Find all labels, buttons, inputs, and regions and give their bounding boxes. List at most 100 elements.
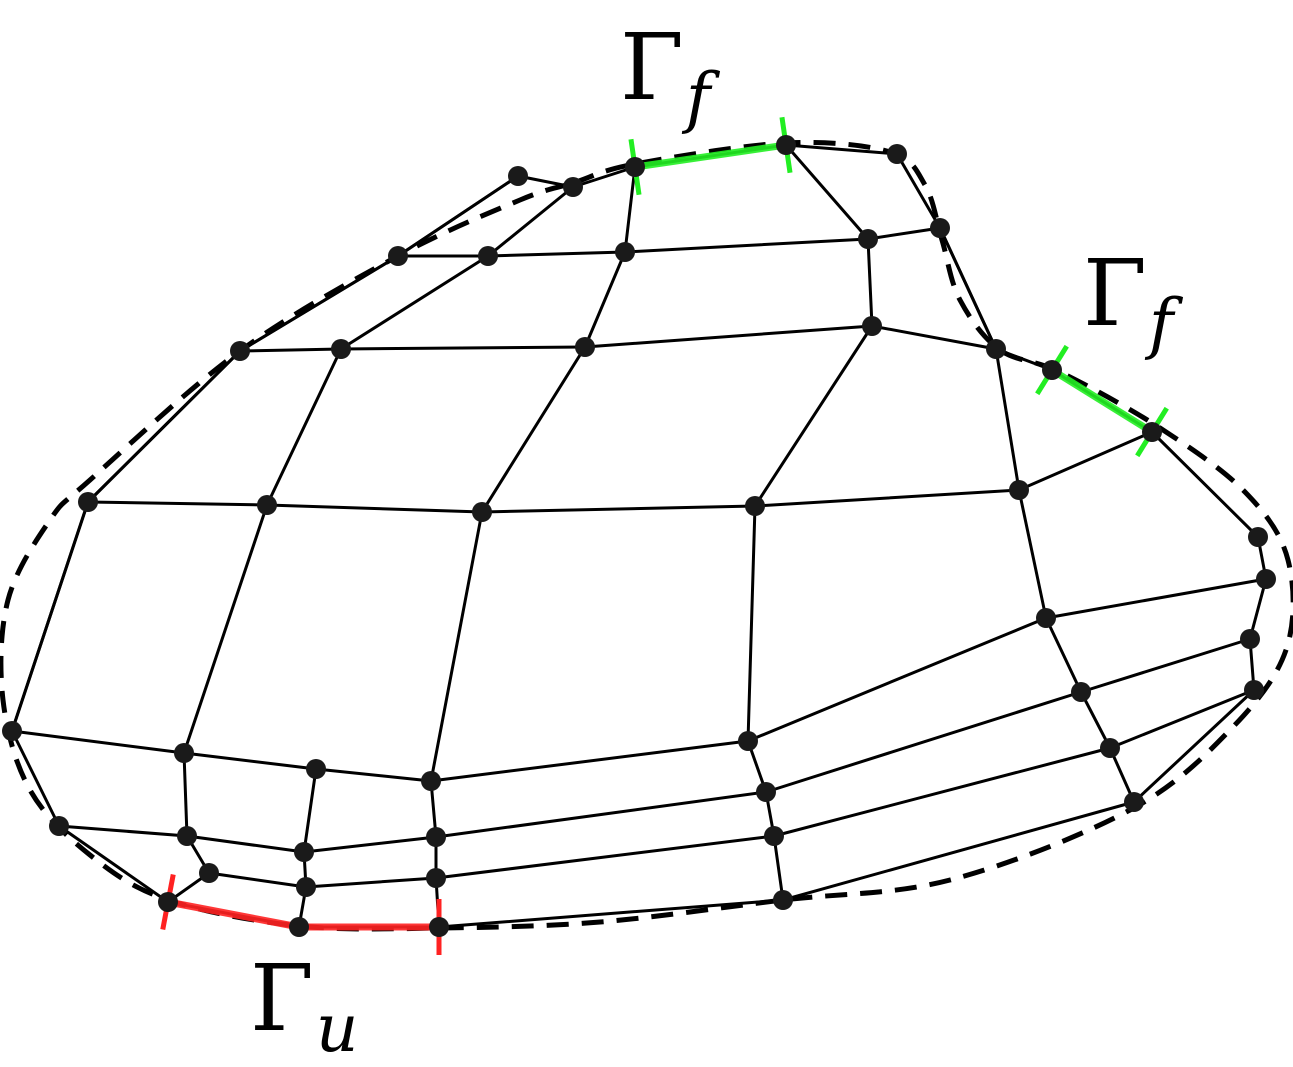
mesh-edge-G1-G2: [10, 729, 186, 755]
mesh-edge-D1-G1: [10, 500, 90, 733]
mesh-edge-A2-B2: [486, 185, 575, 258]
mesh-node-I1: [199, 863, 219, 883]
mesh-node-G2: [174, 743, 194, 763]
mesh-node-B1: [388, 246, 408, 266]
mesh-edge-D2-G2: [182, 503, 269, 755]
mesh-edge-B4-C4: [866, 237, 874, 328]
mesh-edge-F4-E3: [1132, 688, 1256, 804]
mesh-node-H5: [756, 782, 776, 802]
mesh-edge-D3-D4: [480, 504, 757, 514]
gamma-f-right-segment: [1048, 366, 1156, 436]
mesh-node-F2: [1071, 682, 1091, 702]
mesh-edge-I3-I4: [434, 834, 776, 880]
mesh-edge-I2-I3: [304, 876, 438, 889]
mesh-edge-G2-H2: [182, 751, 189, 838]
mesh-edge-F2-E2: [1079, 637, 1252, 694]
mesh-node-G5: [738, 731, 758, 751]
mesh-node-D4: [745, 496, 765, 516]
mesh-edge-A2-A3: [571, 165, 637, 189]
mesh-nodes: [2, 135, 1276, 937]
mesh-node-G3: [306, 759, 326, 779]
mesh-node-F4: [1124, 792, 1144, 812]
mesh-node-A1: [508, 166, 528, 186]
gamma-f-right-label: Γf: [1083, 240, 1174, 363]
mesh-edge-D4-D5: [753, 488, 1021, 508]
mesh-edge-C3-D3: [480, 345, 587, 514]
mesh-node-F1: [1036, 608, 1056, 628]
mesh-edge-C2-D2: [265, 347, 343, 507]
mesh-edge-I4-J4: [772, 834, 785, 902]
mesh-node-B3: [615, 242, 635, 262]
mesh-edge-J3-J4: [437, 898, 785, 929]
mesh-edge-B3-C3: [583, 250, 627, 349]
mesh-edge-D4-G5: [746, 504, 757, 743]
mesh-node-J1: [158, 892, 178, 912]
mesh-edge-A4-B4: [784, 143, 870, 241]
mesh-edge-B3-B4: [623, 237, 870, 254]
mesh-node-B2: [478, 246, 498, 266]
mesh-edge-C7-D5: [1017, 430, 1154, 492]
mesh-node-G4: [421, 771, 441, 791]
mesh-edges: [10, 143, 1268, 929]
mesh-node-A6: [930, 218, 950, 238]
mesh-edge-G2-G3: [182, 751, 318, 771]
mesh-edge-G3-H3: [302, 767, 318, 854]
mesh-edge-C5-D5: [994, 347, 1021, 492]
mesh-edge-I1-I2: [207, 871, 308, 889]
mesh-edge-H3-H4: [302, 835, 438, 854]
mesh-edge-H4-H5: [434, 790, 768, 839]
mesh-edge-D3-G4: [429, 510, 484, 783]
mesh-node-H2: [177, 826, 197, 846]
mesh-edge-C4-D4: [753, 324, 874, 508]
mesh-edge-B2-C2: [339, 254, 490, 351]
mesh-node-H4: [426, 827, 446, 847]
mesh-node-C2: [331, 339, 351, 359]
mesh-edge-G5-F1: [746, 616, 1048, 743]
mesh-node-C6: [1042, 360, 1062, 380]
mesh-node-A2: [563, 177, 583, 197]
mesh-edge-B2-B3: [486, 250, 627, 258]
mesh-edge-A3-B3: [623, 165, 637, 254]
mesh-node-A3: [625, 157, 645, 177]
mesh-edge-D1-D2: [86, 500, 269, 507]
mesh-edge-F1-E1: [1044, 577, 1268, 620]
mesh-edge-G1-H1: [10, 729, 61, 828]
mesh-node-E3: [1244, 680, 1264, 700]
gamma-f-top-segment: [631, 141, 790, 171]
mesh-edge-A4-A5: [784, 143, 899, 156]
mesh-edge-J4-F4: [781, 800, 1136, 902]
mesh-edge-C7-E0: [1150, 430, 1260, 539]
mesh-node-H1: [49, 816, 69, 836]
mesh-edge-D2-D3: [265, 503, 484, 514]
mesh-node-B4: [858, 229, 878, 249]
mesh-node-H3: [294, 842, 314, 862]
mesh-node-E1: [1256, 569, 1276, 589]
mesh-edge-A6-B4: [866, 226, 942, 241]
mesh-edge-H1-H2: [57, 824, 189, 838]
mesh-edge-G3-G4: [314, 767, 433, 783]
mesh-node-I2: [296, 877, 316, 897]
mesh-edge-H1-J1: [57, 824, 170, 904]
mesh-edge-C1-C2: [238, 347, 343, 353]
mesh-node-I3: [426, 868, 446, 888]
mesh-node-J3: [429, 917, 449, 937]
dashed-boundary-curve: [0, 139, 1293, 932]
mesh-edge-I4-F3: [772, 746, 1112, 838]
mesh-node-A5: [887, 144, 907, 164]
boundary-segments: [160, 116, 1169, 955]
mesh-edge-A6-C5: [938, 226, 998, 351]
mesh-node-D2: [257, 495, 277, 515]
mesh-edge-B1-C1: [238, 254, 400, 353]
mesh-node-E0: [1248, 527, 1268, 547]
mesh-node-D1: [78, 492, 98, 512]
mesh-node-D3: [472, 502, 492, 522]
mesh-edge-H5-F2: [764, 690, 1083, 794]
mesh-edge-A1-B1: [396, 174, 520, 258]
mesh-node-A4: [776, 135, 796, 155]
mesh-edge-D5-F1: [1017, 488, 1048, 620]
mesh-node-E2: [1240, 629, 1260, 649]
mesh-node-I4: [764, 826, 784, 846]
mesh-node-C7: [1142, 422, 1162, 442]
mesh-edge-A5-A6: [895, 152, 942, 230]
